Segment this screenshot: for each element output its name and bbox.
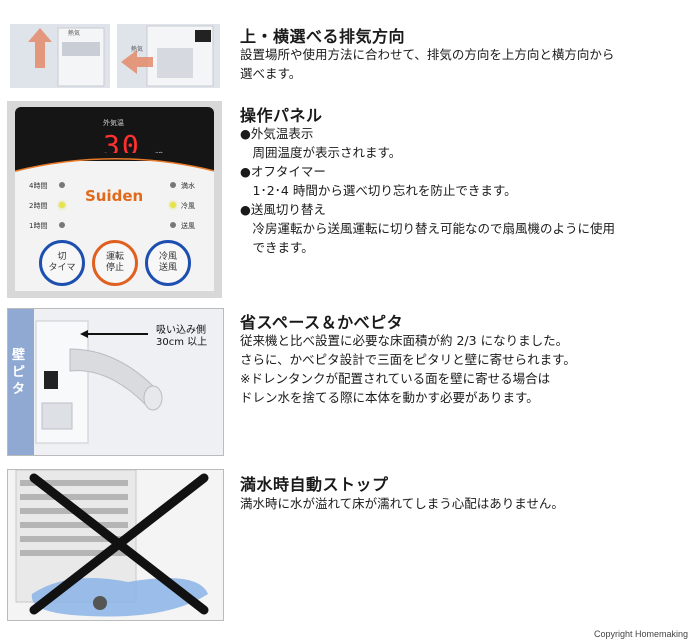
mode-led-cool xyxy=(170,202,176,208)
mode-led-fan xyxy=(170,222,176,228)
mode-label-full: 満水 xyxy=(181,182,195,190)
section-title-space-saving: 省スペース＆かべピタ xyxy=(240,313,404,332)
wall-fit-illustration xyxy=(8,309,223,455)
mode-led-full xyxy=(170,182,176,188)
copyright-notice: Copyright Homemaking xyxy=(593,629,688,639)
panel-control-area: Suiden 4時間 2時間 1時間 満水 冷風 送風 切 タイマ 運転 停止 … xyxy=(15,153,214,291)
outside-temp-label: 外気温 xyxy=(103,119,124,127)
power-button[interactable]: 運転 停止 xyxy=(92,240,138,286)
auto-stop-photo xyxy=(7,469,224,621)
wall-fit-label: 壁 ピ タ xyxy=(12,348,26,397)
orange-arc-lower xyxy=(15,153,214,172)
control-panel-photo: 外気温 30 ℃ Suiden 4時間 2時間 1時間 満水 冷風 送風 切 タ… xyxy=(7,101,222,298)
section-body-exhaust: 設置場所や使用方法に合わせて、排気の方向を上方向と横方向から 選べます。 xyxy=(240,47,615,81)
section-title-control-panel: 操作パネル xyxy=(240,106,323,125)
section-body-control-panel: ●外気温表示 周囲温度が表示されます。 ●オフタイマー 1･2･4 時間から選べ… xyxy=(240,126,616,255)
auto-stop-illustration xyxy=(8,470,223,620)
exhaust-side-photo: 熱気 xyxy=(117,24,220,88)
wall-fit-photo: 壁 ピ タ 吸い込み側 30cm 以上 xyxy=(7,308,224,456)
timer-label-2h: 2時間 xyxy=(29,202,48,210)
intake-clearance-callout: 吸い込み側 30cm 以上 xyxy=(156,325,208,348)
hot-air-label-left: 熱気 xyxy=(68,30,81,37)
hot-air-label-right: 熱気 xyxy=(131,46,144,53)
exhaust-up-illustration xyxy=(10,24,110,88)
mode-label-cool: 冷風 xyxy=(181,202,195,210)
timer-label-1h: 1時間 xyxy=(29,222,48,230)
mode-button[interactable]: 冷風 送風 xyxy=(145,240,191,286)
brand-logo: Suiden xyxy=(85,187,144,205)
mode-label-fan: 送風 xyxy=(181,222,195,230)
exhaust-up-photo: 熱気 xyxy=(10,24,110,88)
timer-led-2h xyxy=(59,202,65,208)
exhaust-side-illustration xyxy=(117,24,220,88)
section-body-space-saving: 従来機と比べ設置に必要な床面積が約 2/3 になりました。 さらに、かべピタ設計… xyxy=(240,333,576,405)
section-title-auto-stop: 満水時自動ストップ xyxy=(240,475,389,494)
timer-label-4h: 4時間 xyxy=(29,182,48,190)
section-body-auto-stop: 満水時に水が溢れて床が濡れてしまう心配はありません。 xyxy=(240,496,564,511)
timer-led-4h xyxy=(59,182,65,188)
timer-led-1h xyxy=(59,222,65,228)
timer-button[interactable]: 切 タイマ xyxy=(39,240,85,286)
section-title-exhaust: 上・横選べる排気方向 xyxy=(240,27,406,46)
